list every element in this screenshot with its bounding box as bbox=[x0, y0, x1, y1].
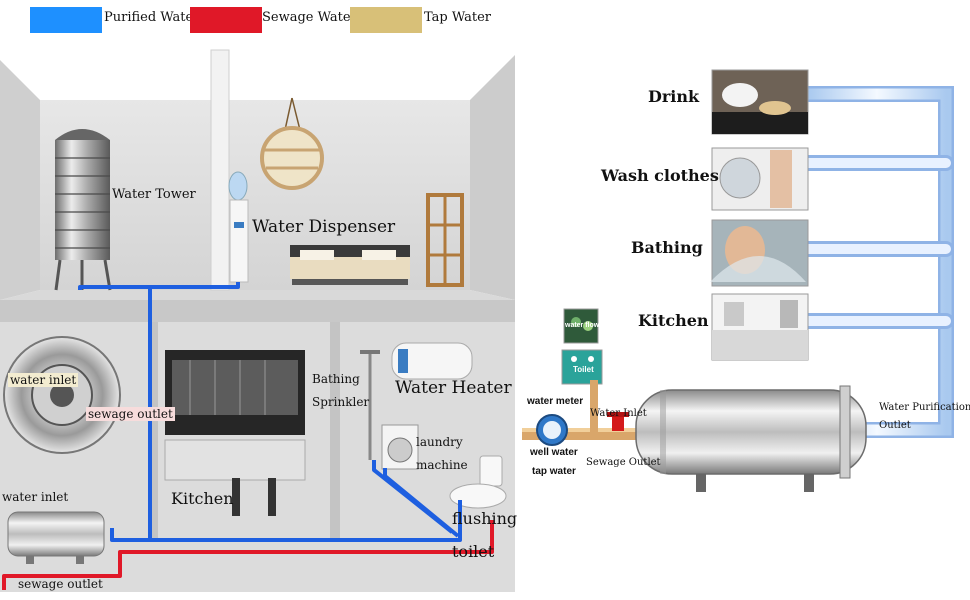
sewage-drain-pipe bbox=[590, 380, 598, 432]
drink-photo bbox=[711, 69, 809, 135]
label-water-flowers: water flowers bbox=[565, 322, 610, 329]
label-water-inlet-bottom: water inlet bbox=[2, 490, 69, 504]
water-flowers-icon bbox=[563, 308, 599, 344]
red-valve-icon bbox=[607, 412, 629, 431]
bathing-photo bbox=[710, 219, 809, 287]
label-water-tower: Water Tower bbox=[112, 187, 196, 202]
label-sewage-outlet-system: Sewage Outlet bbox=[586, 457, 661, 468]
legend-label-purified: Purified Water bbox=[104, 10, 200, 25]
washing-machine-icon bbox=[381, 424, 419, 470]
house-illustration bbox=[0, 49, 515, 592]
legend-label-sewage: Sewage Water bbox=[262, 10, 357, 25]
label-kitchen-use: Kitchen bbox=[638, 311, 709, 330]
label-purification-outlet-1: Water Purification bbox=[879, 402, 970, 413]
purifier-tank-icon bbox=[635, 385, 867, 492]
water-tower-icon bbox=[54, 129, 112, 291]
label-laundry: laundry bbox=[416, 435, 463, 449]
outlet-pipe-network bbox=[800, 86, 954, 438]
kitchen-photo bbox=[711, 293, 809, 361]
bookshelf-icon bbox=[426, 193, 464, 287]
toilet-sign-icon bbox=[561, 349, 603, 385]
bed-icon bbox=[290, 245, 410, 285]
legend-label-tap: Tap Water bbox=[424, 10, 491, 25]
label-water-inlet-system: Water Inlet bbox=[590, 408, 647, 419]
water-dispenser-icon bbox=[228, 171, 249, 283]
label-toilet-house: toilet bbox=[452, 542, 495, 561]
purification-system bbox=[522, 69, 954, 492]
label-bathing: Bathing bbox=[312, 372, 360, 386]
label-water-heater: Water Heater bbox=[395, 378, 512, 398]
water-meter-icon bbox=[536, 414, 568, 446]
label-sewage-outlet-top: sewage outlet bbox=[86, 407, 175, 421]
label-machine: machine bbox=[416, 458, 468, 472]
label-water-dispenser: Water Dispenser bbox=[252, 217, 396, 237]
water-heater-icon bbox=[391, 342, 473, 380]
label-flushing: flushing bbox=[452, 509, 518, 528]
label-kitchen-house: Kitchen bbox=[171, 489, 234, 508]
label-drink: Drink bbox=[648, 87, 700, 106]
label-sewage-outlet-bottom: sewage outlet bbox=[18, 577, 103, 591]
label-toilet-sign: Toilet bbox=[573, 365, 594, 374]
label-well-water: well water bbox=[530, 447, 578, 458]
legend-swatch-purified bbox=[30, 7, 102, 33]
label-bathing-use: Bathing bbox=[631, 238, 703, 257]
label-wash-clothes: Wash clothes bbox=[601, 166, 719, 185]
label-purification-outlet-2: Outlet bbox=[879, 420, 911, 431]
label-sprinkler: Sprinkler bbox=[312, 395, 370, 409]
legend-swatch-tap bbox=[350, 7, 422, 33]
wash-clothes-photo bbox=[711, 147, 809, 211]
toilet-icon bbox=[449, 455, 507, 509]
label-water-meter: water meter bbox=[527, 396, 584, 407]
label-water-inlet-top: water inlet bbox=[8, 373, 79, 387]
shower-icon bbox=[360, 350, 380, 460]
round-shelf-icon bbox=[260, 97, 324, 190]
label-tap-water: tap water bbox=[532, 466, 576, 477]
purifier-cross-section-icon bbox=[3, 336, 121, 454]
small-purifier-icon bbox=[7, 511, 105, 564]
sewage-water-pipes bbox=[2, 520, 494, 590]
legend-swatch-sewage bbox=[190, 7, 262, 33]
kitchen-scene bbox=[164, 350, 306, 516]
